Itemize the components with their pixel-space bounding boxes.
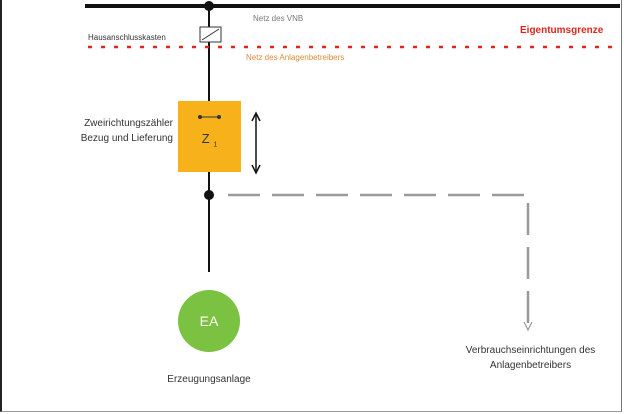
bidirectional-arrow-icon bbox=[251, 111, 261, 175]
grid-connection-node bbox=[204, 1, 214, 11]
meter-description-line1: Zweirichtungszähler bbox=[84, 118, 173, 129]
fuse-symbol bbox=[199, 26, 222, 43]
junction-node bbox=[204, 190, 214, 200]
consumer-caption-line2: Anlagenbetreibers bbox=[489, 360, 572, 371]
generator-unit: EA bbox=[178, 290, 240, 352]
generator-caption: Erzeugungsanlage bbox=[167, 374, 251, 385]
consumer-arrow-icon bbox=[523, 321, 533, 332]
meter-symbol: Z 1 bbox=[201, 131, 218, 149]
consumer-caption-line1: Verbrauchseinrichtungen des bbox=[465, 345, 596, 356]
operator-network-label: Netz des Anlagenbetreibers bbox=[246, 53, 345, 62]
meter-description-line2: Bezug und Lieferung bbox=[80, 133, 173, 144]
grid-operator-network-label: Netz des VNB bbox=[253, 14, 304, 23]
meter-index: 1 bbox=[213, 141, 218, 149]
house-connection-label: Hausanschlusskasten bbox=[88, 33, 166, 42]
meter-description: Zweirichtungszähler Bezug und Lieferung bbox=[58, 116, 173, 146]
meter-arrow-icon bbox=[198, 115, 221, 119]
consumer-branch-dashed bbox=[228, 193, 530, 328]
ownership-boundary-label: Eigentumsgrenze bbox=[520, 25, 604, 36]
bidirectional-meter: Z 1 bbox=[178, 101, 241, 172]
consumer-caption: Verbrauchseinrichtungen des Anlagenbetre… bbox=[448, 343, 613, 373]
generator-symbol: EA bbox=[199, 313, 219, 329]
